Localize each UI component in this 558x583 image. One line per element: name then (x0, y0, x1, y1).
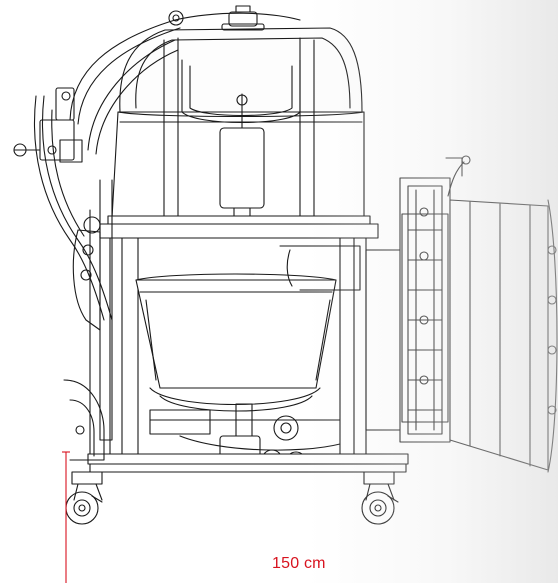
hopper (135, 245, 361, 412)
upper-tank (99, 5, 379, 239)
caster-right (361, 471, 399, 525)
dimension-label: 150 cm (272, 555, 326, 572)
caster-left (65, 471, 103, 525)
fan-unit (365, 155, 558, 473)
